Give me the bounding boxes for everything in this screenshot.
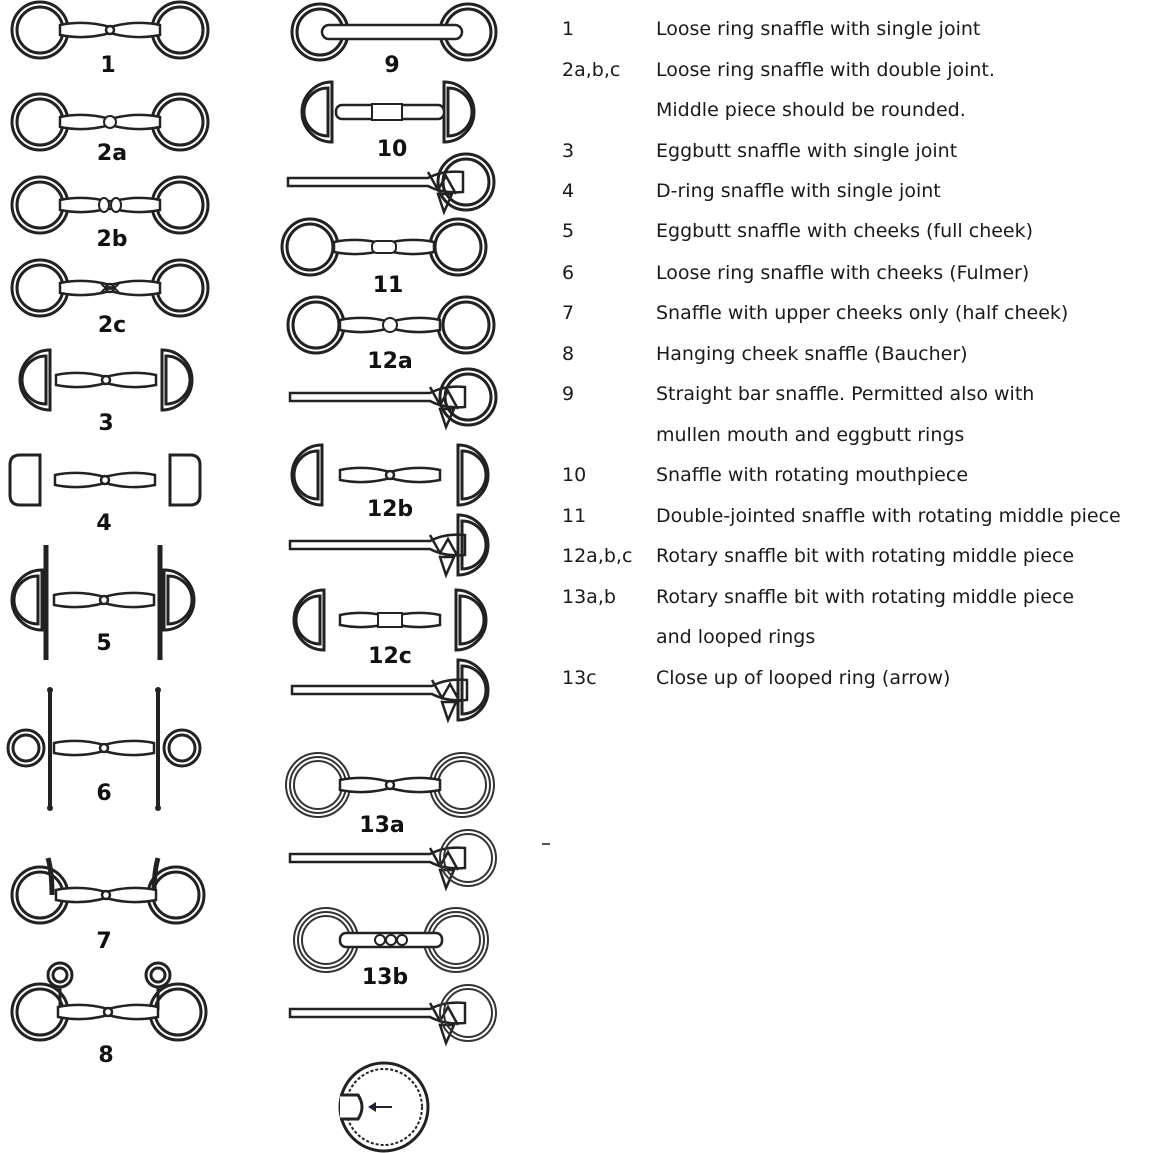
bit-12c-side	[290, 658, 490, 722]
legend-id: 9	[562, 383, 575, 405]
legend-desc: Hanging cheek snaffle (Baucher)	[656, 343, 968, 365]
bit-1: 1	[10, 0, 210, 78]
legend-desc: Double-jointed snaffle with rotating mid…	[656, 505, 1121, 527]
label-2c: 2c	[98, 313, 126, 338]
bit-13a-side	[288, 829, 497, 890]
bit-10: 10	[300, 80, 476, 162]
legend-id: 1	[562, 18, 575, 40]
bit-13b: 13b	[293, 907, 489, 990]
bit-4: 4	[8, 453, 202, 536]
legend-id: 8	[562, 343, 575, 365]
bit-8: 8	[10, 961, 208, 1068]
label-6: 6	[96, 781, 111, 806]
legend-desc: and looped rings	[656, 626, 816, 648]
bit-12b-side	[288, 513, 490, 577]
label-4: 4	[96, 511, 111, 536]
bit-9: 9	[290, 2, 498, 78]
label-12c: 12c	[368, 644, 412, 669]
label-1: 1	[100, 53, 115, 78]
bit-12c: 12c	[292, 588, 488, 669]
bit-2a: 2a	[10, 92, 210, 166]
legend-id: 11	[562, 505, 587, 527]
bit-11: 11	[280, 217, 488, 298]
legend-desc: Straight bar snaffle. Permitted also wit…	[656, 383, 1035, 405]
bit-5: 5	[10, 545, 196, 660]
bit-2c: 2c	[10, 258, 210, 338]
label-5: 5	[96, 631, 111, 656]
legend-desc: Close up of looped ring (arrow)	[656, 667, 951, 689]
legend-desc: Loose ring snaffle with single joint	[656, 18, 981, 40]
label-10: 10	[377, 137, 408, 162]
legend-desc: Loose ring snaffle with double joint.	[656, 59, 995, 81]
arrow-icon	[368, 1102, 376, 1112]
legend-desc: Snaffle with upper cheeks only (half che…	[656, 302, 1069, 324]
legend-id: 13a,b	[562, 586, 616, 608]
label-2b: 2b	[96, 227, 127, 252]
label-13a: 13a	[359, 813, 404, 838]
legend-desc: Eggbutt snaffle with single joint	[656, 140, 958, 162]
bit-6: 6	[6, 687, 202, 811]
label-9: 9	[384, 53, 399, 78]
bit-7: 7	[10, 857, 206, 954]
bit-12a: 12a	[286, 295, 496, 374]
legend-id: 13c	[562, 667, 597, 689]
label-11: 11	[373, 273, 404, 298]
bit-12a-side	[288, 367, 498, 429]
legend-id: 2a,b,c	[562, 59, 621, 81]
bit-12b: 12b	[290, 443, 490, 522]
legend-id: 3	[562, 140, 575, 162]
legend-id: 5	[562, 220, 575, 242]
legend-desc: mullen mouth and eggbutt rings	[656, 424, 965, 446]
label-8: 8	[98, 1043, 113, 1068]
legend-desc: Snaffle with rotating mouthpiece	[656, 464, 969, 486]
legend-desc: Loose ring snaffle with cheeks (Fulmer)	[656, 262, 1030, 284]
legend-id: 6	[562, 262, 575, 284]
stray-mark	[542, 843, 550, 845]
bit-illustrations: 1 2a 2b 2c 3 4 5	[6, 0, 498, 1153]
legend-desc: Eggbutt snaffle with cheeks (full cheek)	[656, 220, 1034, 242]
label-3: 3	[98, 411, 113, 436]
bit-13b-side	[288, 984, 497, 1045]
bit-3: 3	[18, 348, 194, 436]
legend-id: 10	[562, 464, 587, 486]
legend-id: 7	[562, 302, 575, 324]
label-2a: 2a	[97, 141, 127, 166]
legend-desc: Rotary snaffle bit with rotating middle …	[656, 586, 1075, 608]
legend-desc: Rotary snaffle bit with rotating middle …	[656, 545, 1075, 567]
legend-id: 4	[562, 180, 575, 202]
label-12b: 12b	[367, 497, 413, 522]
bit-10-side	[286, 152, 496, 214]
looped-ring-closeup	[338, 1061, 430, 1153]
bit-2b: 2b	[10, 175, 210, 252]
label-13b: 13b	[362, 965, 408, 990]
legend-desc: Middle piece should be rounded.	[656, 99, 966, 121]
label-7: 7	[96, 929, 111, 954]
legend-desc: D-ring snaffle with single joint	[656, 180, 941, 202]
legend-id: 12a,b,c	[562, 545, 633, 567]
bit-13a: 13a	[285, 752, 495, 838]
label-12a: 12a	[367, 349, 412, 374]
